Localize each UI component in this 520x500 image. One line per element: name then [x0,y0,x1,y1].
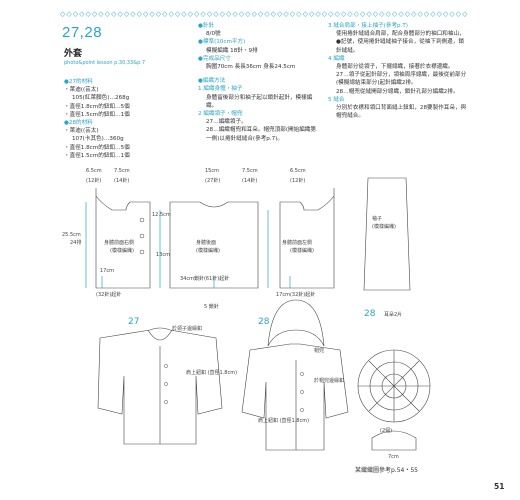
panel-right-front-pattern: (模樣編織) [110,247,134,254]
back-panel-outline [169,201,259,289]
panel-back-label: 身體後面 [196,239,216,246]
size-value: 胸圍70cm 長長36cm 身長24.5cm [206,64,296,71]
left-front-panel-outline [279,188,335,289]
coat28-outline [241,343,349,451]
decorative-dot-row: ◇◇◇◇◇◇◇◇◇◇◇◇◇◇◇◇◇◇◇◇◇◇◇◇◇◇◇◇◇◇◇◇◇◇◇◇◇◇◇◇… [60,10,469,18]
yarn-28-name: ・萊迪((芸太) [64,128,99,135]
step4-text: 身體部分從領子，下擺總織，接著於衣襟邊織。 [336,64,454,71]
step2-line1: 27…編織領子。 [206,119,247,126]
step1-text: 身體留後部分和袖子起以鎖針起針，模樣編織。 [206,94,313,109]
collar-label: 5 鎖針 [204,303,219,310]
ear-rows-label: 7cm [388,454,399,460]
gauge-heading: ●標準(10cm平方) [198,39,246,46]
needle-heading: ●針針 [198,23,215,29]
materials-28-heading: ●28的材料 [64,120,93,127]
step4-item28: 28…帽兜從縫開部分總織，鎖針孔部分編織2排。 [336,88,459,95]
dim-top-4: 7.5cm [242,168,258,174]
panel-left-front-label: 身體前面左側 [282,239,312,246]
ear-size-label: (2個) [380,427,392,434]
button-27-large: ・直徑1.8cm的鈕釦…5個 [64,103,130,110]
materials-column: ●27的材料 ・萊迪((芸太) 105(紅萊顏色)…268g ・直徑1.8cm的… [64,78,174,160]
step4-item27: 27…領子從起針部分，領袖周序總織，最後從前部分(模擬總結束部分)起針編織2排。 [336,72,467,87]
yarn-27-name: ・萊迪((芸太) [64,87,99,94]
rows-top-3: (27針) [205,177,220,184]
side-height-dim: 12.5cm [152,212,171,218]
button-27-small: ・直徑1.5cm的鈕釦…1個 [64,111,130,118]
panel-back-pattern: (模樣編織) [196,247,220,254]
hood-label: 帽兜 [314,347,324,354]
size-heading: ●完成品尺寸 [198,55,231,62]
ear-count-label: 耳朵2片 [384,311,402,318]
step3-title: 3 縫合肩部・接上袖子(參考p.T) [328,23,408,29]
body-rows: 24排 [70,239,81,246]
coat27-collar-note: 於領子邊緣釦 [172,325,202,332]
coat27-number: 27 [128,317,139,327]
method-heading: ●編織方法 [198,78,226,85]
pattern-diagrams: 6.5cm 7.5cm 15cm 7.5cm 6.5cm (12針) (14針)… [62,168,431,460]
button-28-small: ・直徑1.5cm的鈕釦…1個 [64,152,130,159]
coat28-button-note: 肩上鈕釦 (直徑1.8cm) [258,417,309,424]
right-front-panel-outline [95,188,151,289]
step5-title: 5 縫合 [328,96,345,103]
panel-left-front-pattern: (模樣編織) [290,247,314,254]
body-height-dim: 25.5cm [62,232,81,238]
reference-note: 某織織圖參考p.54・55 [355,467,418,474]
hood28-outline [267,299,325,347]
hem-chain: (32針)起針 [96,291,121,298]
step2-title: 2 編織領子・帽兜 [198,111,243,118]
front-chain: 17cm(32針)起針 [276,291,315,298]
sleeve-outline [363,177,411,291]
mid-height-dim: 13cm [156,252,170,258]
hem-width-dim: 17cm [100,268,114,274]
panel-right-front-label: 身體前面右側 [104,239,134,246]
ear-number: 28 [364,309,376,319]
ear-circle-spokes [358,350,430,422]
step4-title: 4 編織 [328,55,345,62]
dim-top-1: 6.5cm [86,168,102,174]
gauge-value: 模擬編織 18針・9排 [206,47,258,54]
button-28-large: ・直徑1.8cm的鈕釦…5個 [64,144,130,151]
photo-reference: photo&point lesson p.30,33&p.7 [64,60,146,66]
coat28-number: 28 [258,317,270,327]
dim-top-5: 6.5cm [290,168,306,174]
dim-top-2: 7.5cm [114,168,130,174]
materials-27-heading: ●27的材料 [64,79,93,85]
pattern-number: 27,28 [62,24,103,41]
ear-piece-outline [371,430,417,451]
page-title: 外套 [64,49,83,59]
dim-top-3: 15cm [205,168,219,174]
step1-title: 1 編織身體・袖子 [198,86,243,93]
rows-top-1: (12針) [86,177,101,184]
back-chain: 34cm鎖針(61針)起針 [180,275,229,282]
specs-column: ●針針 8/0號 ●標準(10cm平方) 模擬編織 18針・9排 ●完成品尺寸 … [198,22,318,143]
step5-text: 分別於衣襟和領口背面縫上鈕釦，28要製作耳朵，與帽兜縫合。 [336,105,467,120]
sleeve-label: 袖子 [372,215,382,222]
yarn-27-detail: 105(紅萊顏色)…268g [72,95,130,102]
hood-edge-note: 於帽兜邊緣釦 [314,377,344,384]
rows-top-5: (12針) [290,177,305,184]
needle-value: 8/0號 [206,31,221,38]
step2-line2: 28…編織帽兜和耳朵。帽兜頂部(開始編織第一側)以捲針縫縫合(參考p.7)。 [206,127,316,142]
coat27-outline [97,327,223,445]
coat27-button-note: 肩上鈕釦 (直徑1.8cm) [186,369,237,376]
yarn-28-detail: 107(卡其色)…360g [72,136,124,143]
steps-right-column: 3 縫合肩部・接上袖子(參考p.T) 使用捲針縫縫合肩部，配合身體部分的袖口和袖… [328,22,468,120]
step3-text: 使用捲針縫縫合肩部，配合身體部分的袖口和袖山，●記號，使用捲針縫縫袖子接合，從袖… [336,31,465,54]
rows-top-2: (14針) [114,177,129,184]
sleeve-pattern: (模樣編織) [372,223,396,230]
rows-top-4: (14針) [242,177,257,184]
page-number: 51 [494,482,505,491]
